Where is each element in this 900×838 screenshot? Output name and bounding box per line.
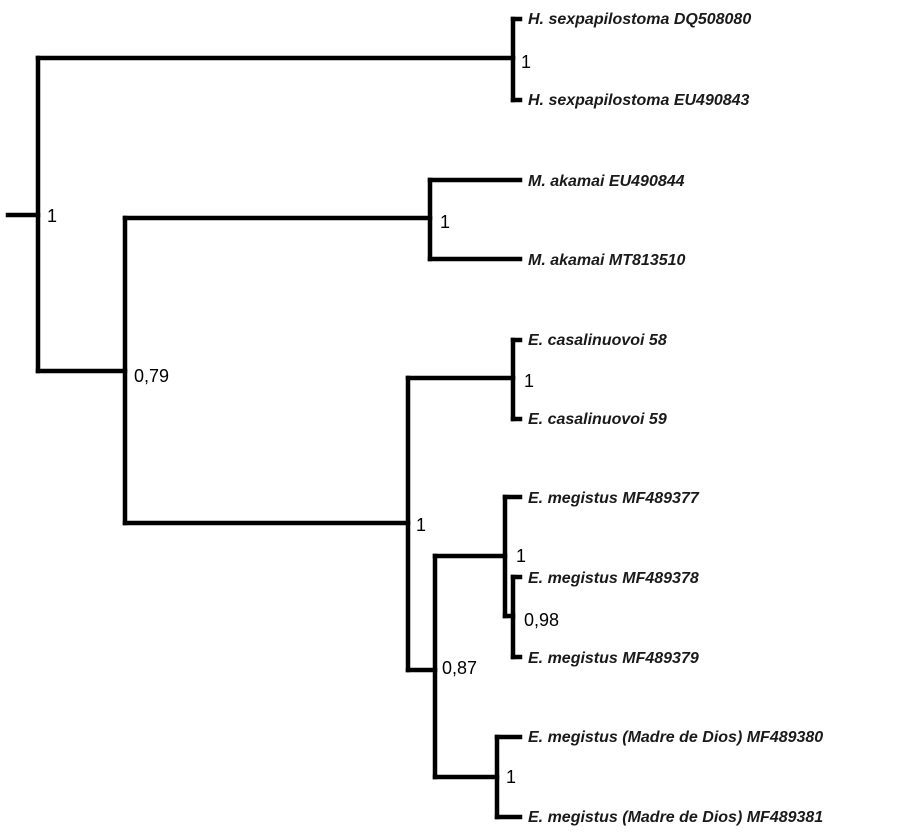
leaf-label-ma2: M. akamai MT813510 (528, 252, 686, 269)
support-ecas: 1 (524, 371, 534, 391)
leaf-label-em5: E. megistus (Madre de Dios) MF489381 (528, 809, 823, 826)
leaf-label-hs1: H. sexpapilostoma DQ508080 (528, 11, 751, 28)
leaf-label-hs2: H. sexpapilostoma EU490843 (528, 92, 750, 109)
leaf-label-em2: E. megistus MF489378 (528, 570, 699, 587)
leaf-label-em3: E. megistus MF489379 (528, 650, 699, 667)
leaf-label-ec2: E. casalinuovoi 59 (528, 411, 667, 428)
support-emeg: 0,87 (442, 658, 477, 678)
tree-branches (5, 16, 523, 820)
support-eucl: 1 (416, 515, 426, 535)
leaf-label-em1: E. megistus MF489377 (528, 490, 700, 507)
support-maka: 1 (440, 212, 450, 232)
leaf-label-em4: E. megistus (Madre de Dios) MF489380 (528, 729, 823, 746)
support-rest: 0,79 (134, 366, 169, 386)
support-hsex: 1 (521, 52, 531, 72)
support-root: 1 (47, 206, 57, 226)
support-em23: 0,98 (524, 610, 559, 630)
support-em123: 1 (516, 546, 526, 566)
leaf-label-ec1: E. casalinuovoi 58 (528, 332, 667, 349)
support-values: 1 1 0,79 1 1 1 0,87 1 0,98 1 (47, 52, 559, 787)
leaf-labels: H. sexpapilostoma DQ508080 H. sexpapilos… (528, 11, 823, 826)
leaf-label-ma1: M. akamai EU490844 (528, 173, 685, 190)
support-emmd: 1 (506, 767, 516, 787)
